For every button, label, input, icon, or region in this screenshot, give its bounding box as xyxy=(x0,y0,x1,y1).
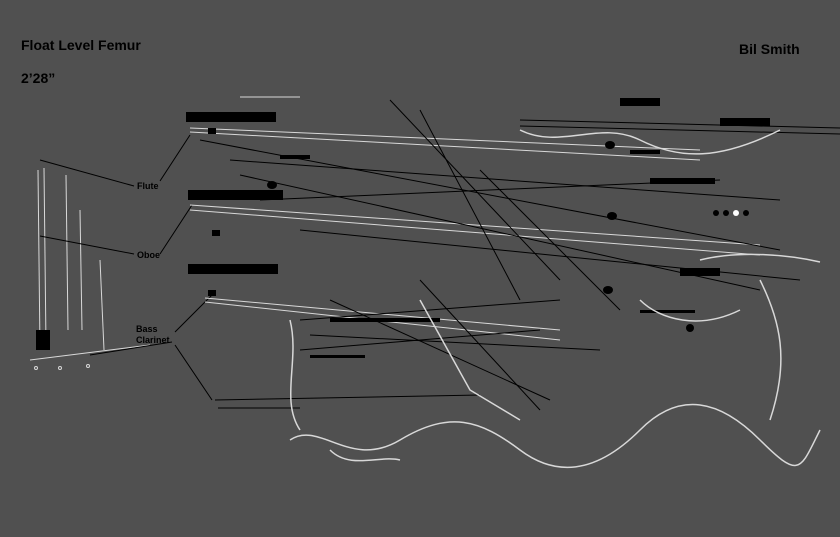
staff-oboe xyxy=(188,190,761,256)
instrument-connectors xyxy=(39,134,213,401)
score-title: Float Level Femur xyxy=(21,37,141,53)
overview-thumbnail xyxy=(29,167,151,370)
staff-bass-clarinet xyxy=(188,264,561,341)
staff-flute xyxy=(186,96,701,161)
graphic-notation xyxy=(199,98,840,411)
score-duration: 2’28” xyxy=(21,70,56,86)
traced-shapes xyxy=(289,129,821,469)
composer-name: Bil Smith xyxy=(739,41,800,57)
instrument-label-flute: Flute xyxy=(137,181,159,191)
instrument-label-bass-clarinet: Bass Clarinet xyxy=(136,324,170,345)
instrument-label-oboe: Oboe xyxy=(137,250,161,260)
